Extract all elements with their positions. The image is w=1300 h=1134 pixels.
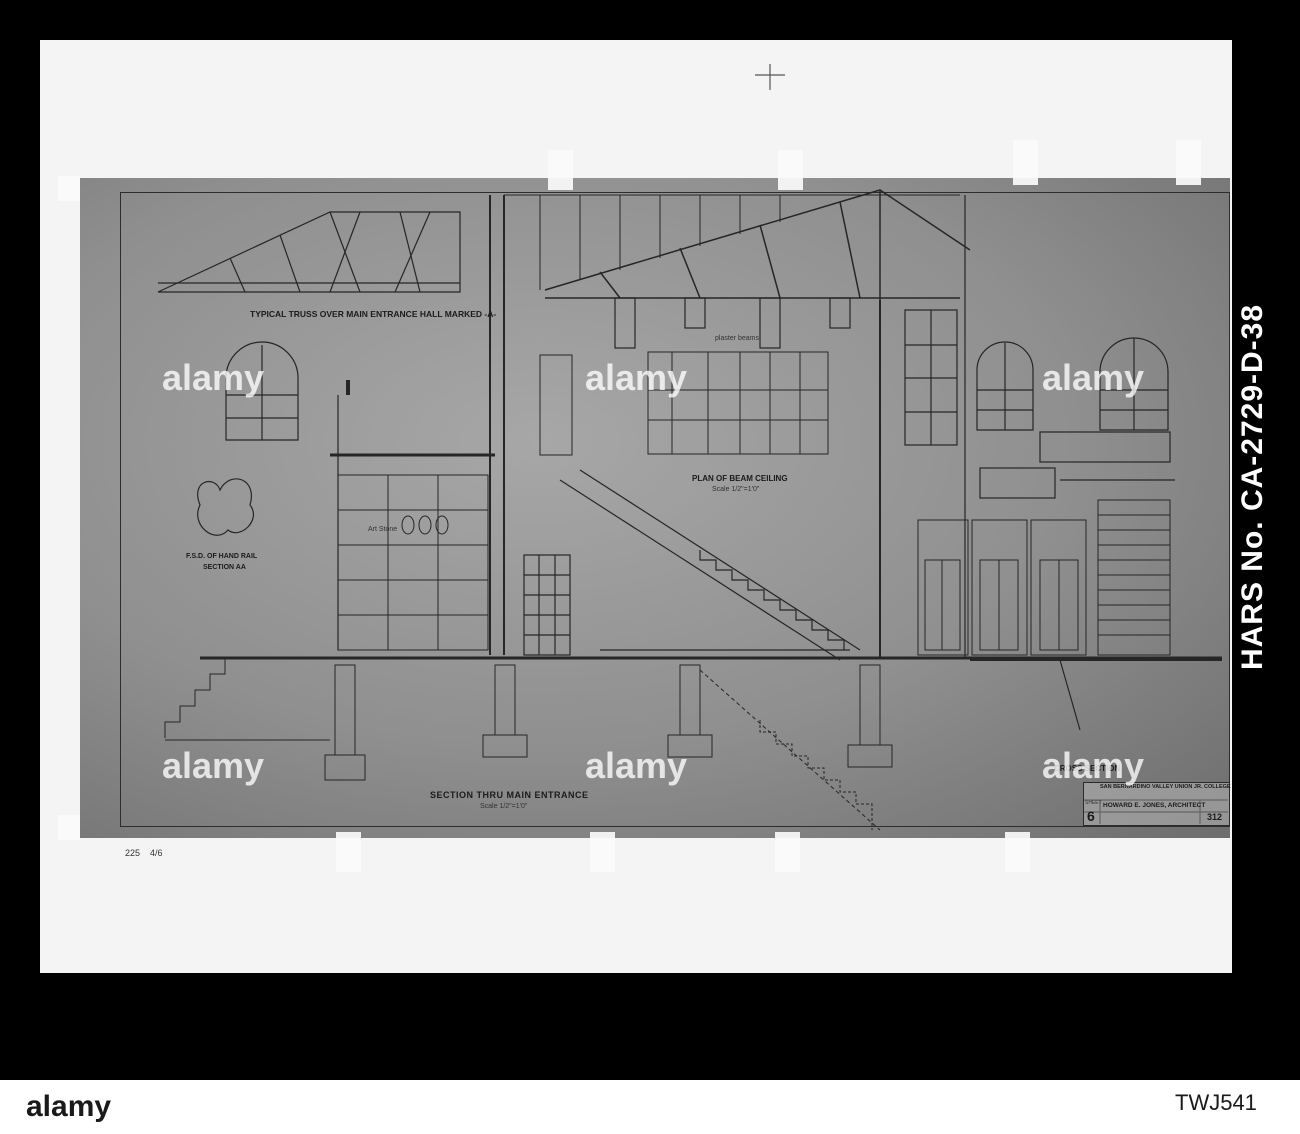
job-number: 312 <box>1207 812 1223 822</box>
center-windows <box>539 351 829 456</box>
blueprint-sheet <box>80 178 1230 838</box>
watermark: alamy <box>585 357 688 398</box>
main-staircase <box>559 469 861 661</box>
tape-strip <box>58 176 80 201</box>
hand-rail-label: F.S.D. OF HAND RAIL <box>186 553 258 560</box>
hand-rail-section <box>197 478 255 536</box>
watermark: alamy <box>162 745 265 786</box>
right-doors <box>917 519 1087 656</box>
watermark: alamy <box>162 357 265 398</box>
sheet-label: SHEET <box>1085 800 1102 806</box>
tape-strip <box>1176 140 1201 185</box>
tape-strip <box>58 815 80 840</box>
note-art-stone: Art Stone <box>368 526 398 533</box>
beam-brackets <box>614 297 851 349</box>
truss-title: TYPICAL TRUSS OVER MAIN ENTRANCE HALL MA… <box>250 309 497 319</box>
beam-ceiling-scale: Scale 1/2"=1'0" <box>712 486 760 493</box>
hand-rail-section-label: SECTION AA <box>203 564 246 571</box>
watermark: alamy <box>1042 357 1145 398</box>
entrance-wall <box>337 474 489 651</box>
beam-ceiling-title: PLAN OF BEAM CEILING <box>692 474 788 483</box>
tape-strip <box>1005 832 1030 872</box>
tape-strip <box>590 832 615 872</box>
arched-window-left <box>225 341 299 441</box>
margin-note: 225 <box>125 848 141 858</box>
architect-name: HOWARD E. JONES, ARCHITECT <box>1103 802 1206 809</box>
footer-logo: alamy <box>26 1090 112 1123</box>
margin-note: 4/6 <box>150 848 163 858</box>
roll-door <box>1097 499 1171 656</box>
truss-detail <box>157 211 461 293</box>
arched-window-right-2 <box>1099 337 1169 431</box>
note-plaster-beams: plaster beams <box>715 335 759 342</box>
sheet-border <box>120 192 1230 827</box>
footer-bar <box>0 1080 1300 1134</box>
roof-truss <box>544 189 971 300</box>
right-window-tall <box>904 309 958 446</box>
balcony <box>1039 431 1171 463</box>
arched-window-right-1 <box>976 341 1034 431</box>
college-name: SAN BERNARDINO VALLEY UNION JR. COLLEGE <box>1100 784 1231 790</box>
hars-number: HARS No. CA-2729-D-38 <box>1236 303 1270 671</box>
tape-strip <box>775 832 800 872</box>
entrance-door <box>523 554 571 656</box>
cross-section-title: CROSS SECTION <box>1054 764 1121 773</box>
footer-image-id: TWJ541 <box>1175 1090 1257 1115</box>
watermark: alamy <box>1042 745 1145 786</box>
tape-strip <box>548 150 573 190</box>
title-block <box>1083 782 1230 826</box>
watermark: alamy <box>585 745 688 786</box>
tape-strip <box>1013 140 1038 185</box>
main-section-title: SECTION THRU MAIN ENTRANCE <box>430 790 589 800</box>
main-section-scale: Scale 1/2"=1'0" <box>480 803 528 810</box>
tape-strip <box>778 150 803 190</box>
tape-strip <box>336 832 361 872</box>
sheet-number: 6 <box>1087 808 1095 824</box>
foundation <box>164 658 893 831</box>
